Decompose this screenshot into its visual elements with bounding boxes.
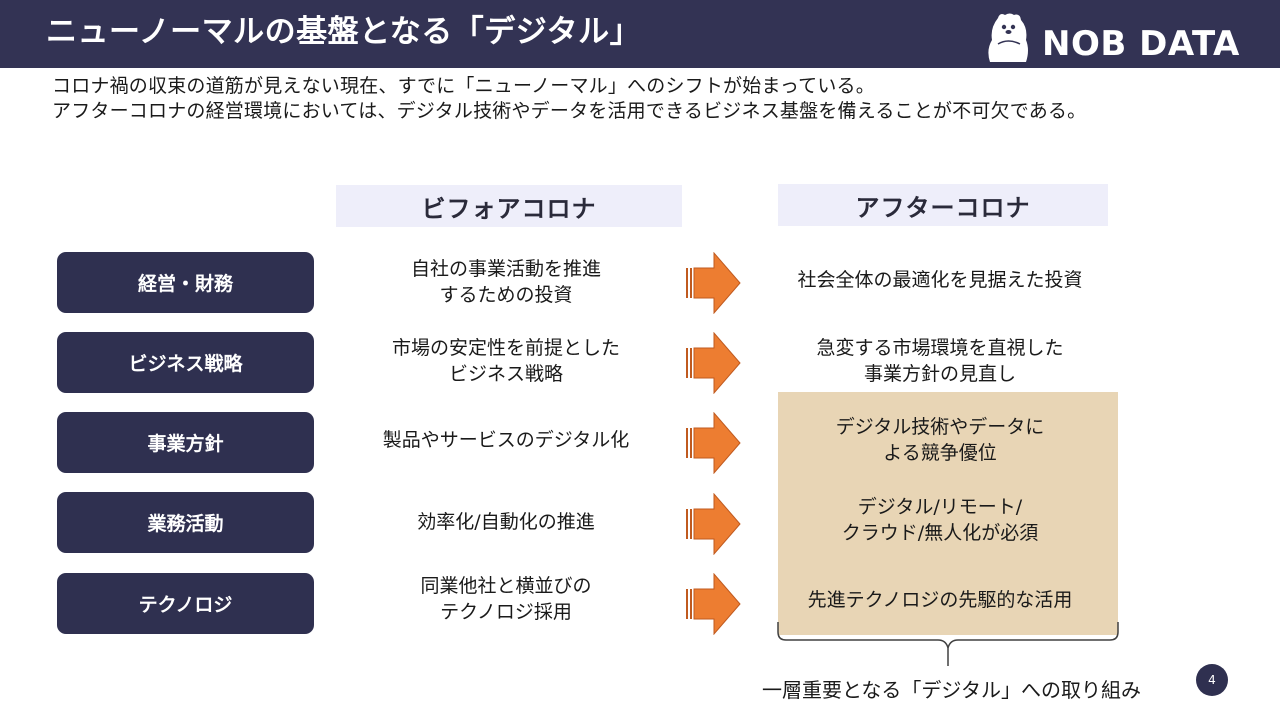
intro-line-2: アフターコロナの経営環境においては、デジタル技術やデータを活用できるビジネス基盤… <box>52 100 1087 122</box>
row-label-business-policy: 事業方針 <box>57 412 314 473</box>
logo-text: NOB DATA <box>1042 24 1240 64</box>
arrow-right-icon <box>686 493 741 555</box>
row-before-text: 効率化/自動化の推進 <box>336 509 676 535</box>
text-line: 自社の事業活動を推進 <box>410 258 601 280</box>
text-line: 社会全体の最適化を見据えた投資 <box>797 269 1083 291</box>
intro-text: コロナ禍の収束の道筋が見えない現在、すでに「ニューノーマル」へのシフトが始まって… <box>52 74 1086 124</box>
text-line: 急変する市場環境を直視した <box>816 337 1064 359</box>
row-before-text: 市場の安定性を前提とした ビジネス戦略 <box>336 335 676 387</box>
text-line: デジタル技術やデータに <box>835 416 1045 438</box>
text-line: 製品やサービスのデジタル化 <box>382 429 630 451</box>
bracket-icon <box>777 622 1119 666</box>
row-label-management-finance: 経営・財務 <box>57 252 314 313</box>
row-label-operations: 業務活動 <box>57 492 314 553</box>
page-title: ニューノーマルの基盤となる「デジタル」 <box>46 14 642 50</box>
arrow-right-icon <box>686 573 741 635</box>
text-line: 先進テクノロジの先駆的な活用 <box>807 589 1073 611</box>
intro-line-1: コロナ禍の収束の道筋が見えない現在、すでに「ニューノーマル」へのシフトが始まって… <box>52 75 875 97</box>
text-line: 市場の安定性を前提とした <box>391 337 620 359</box>
text-line: デジタル/リモート/ <box>857 496 1023 518</box>
arrow-right-icon <box>686 332 741 394</box>
row-before-text: 製品やサービスのデジタル化 <box>336 427 676 453</box>
arrow-right-icon <box>686 252 741 314</box>
text-line: 効率化/自動化の推進 <box>417 511 595 533</box>
text-line: よる競争優位 <box>883 442 997 464</box>
text-line: クラウド/無人化が必須 <box>841 522 1039 544</box>
page-number: 4 <box>1196 664 1228 696</box>
row-after-text: 先進テクノロジの先駆的な活用 <box>770 587 1110 613</box>
column-header-before: ビフォアコロナ <box>336 185 682 227</box>
mascot-icon <box>988 13 1028 62</box>
text-line: 事業方針の見直し <box>863 363 1016 385</box>
text-line: ビジネス戦略 <box>448 363 563 385</box>
row-after-text: デジタル技術やデータに よる競争優位 <box>770 414 1110 466</box>
row-after-text: 急変する市場環境を直視した 事業方針の見直し <box>770 335 1110 387</box>
row-label-business-strategy: ビジネス戦略 <box>57 332 314 393</box>
arrow-right-icon <box>686 412 741 474</box>
row-label-technology: テクノロジ <box>57 573 314 634</box>
summary-text: 一層重要となる「デジタル」への取り組み <box>762 678 1141 702</box>
header-bar: ニューノーマルの基盤となる「デジタル」 NOB DATA <box>0 0 1280 68</box>
row-after-text: 社会全体の最適化を見据えた投資 <box>770 267 1110 293</box>
highlight-box <box>778 392 1118 635</box>
row-before-text: 同業他社と横並びの テクノロジ採用 <box>336 573 676 625</box>
row-after-text: デジタル/リモート/ クラウド/無人化が必須 <box>770 494 1110 546</box>
text-line: 同業他社と横並びの <box>420 575 592 597</box>
text-line: テクノロジ採用 <box>440 601 572 623</box>
row-before-text: 自社の事業活動を推進 するための投資 <box>336 256 676 308</box>
brand-logo: NOB DATA <box>984 10 1239 64</box>
text-line: するための投資 <box>439 284 573 306</box>
column-header-after: アフターコロナ <box>778 184 1108 226</box>
